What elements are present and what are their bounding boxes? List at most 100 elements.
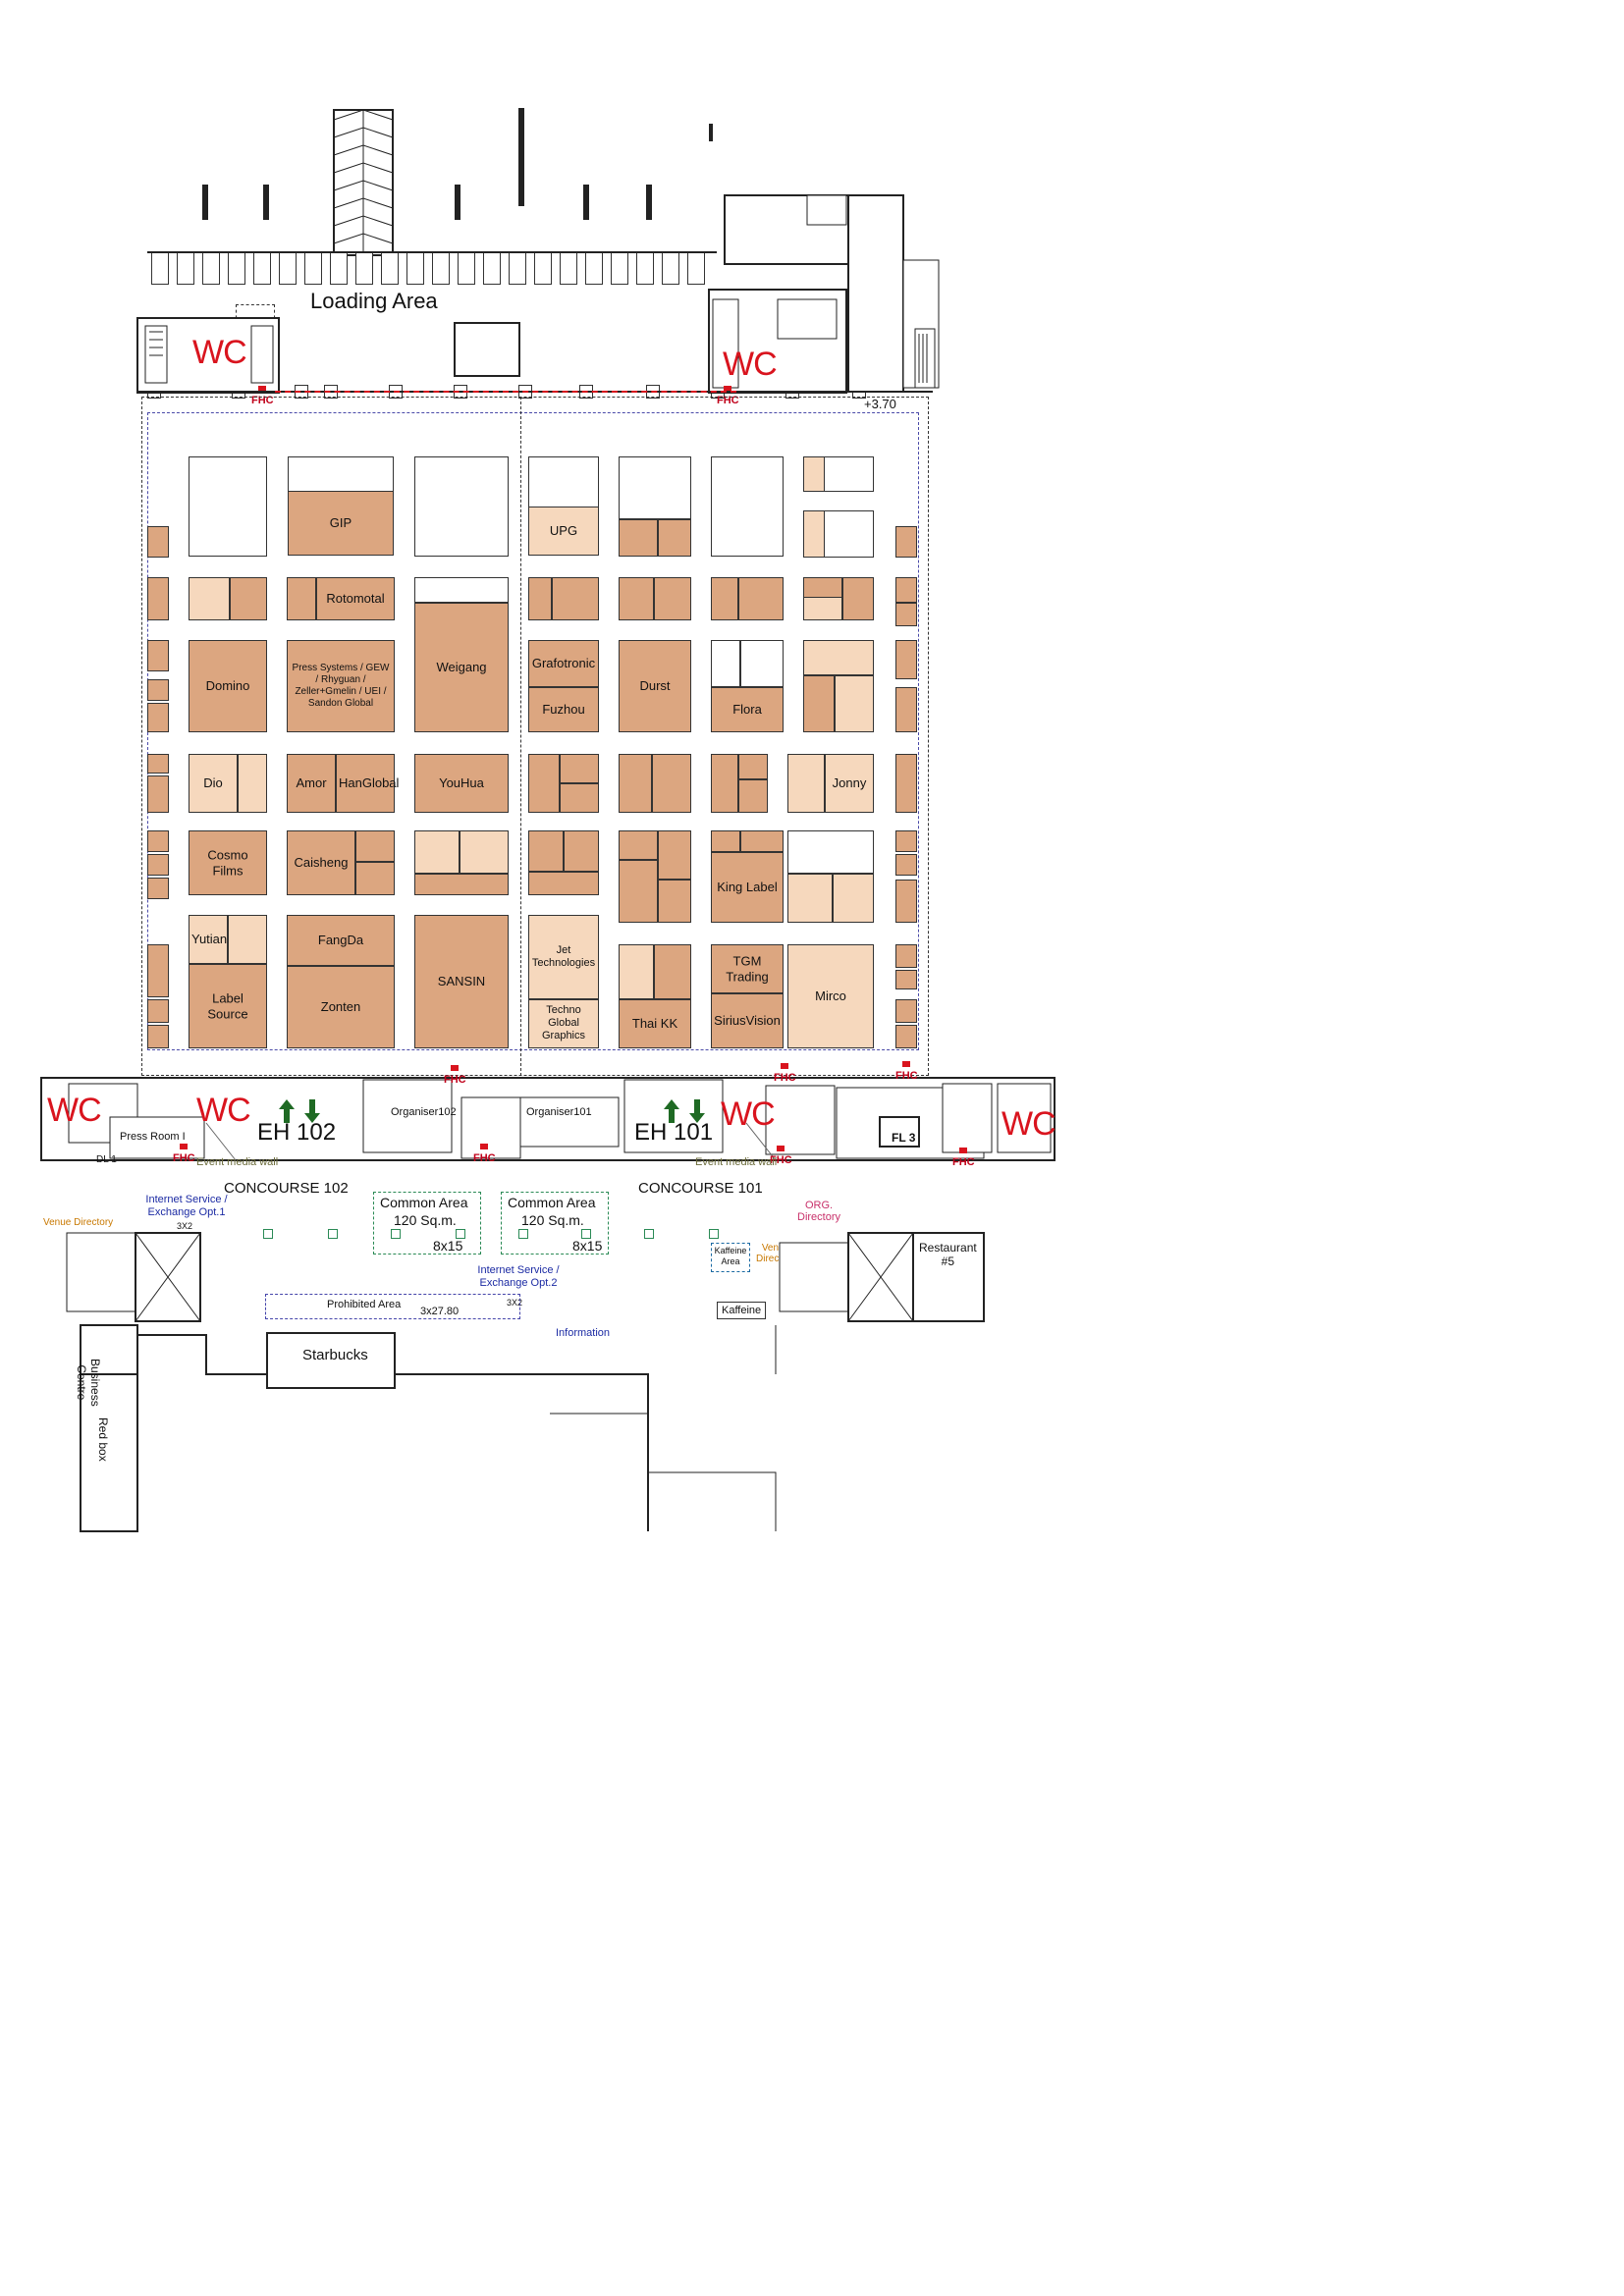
- booth: [528, 754, 560, 813]
- booth: [711, 640, 740, 687]
- booth: [619, 519, 658, 557]
- internet-service-2: Internet Service / Exchange Opt.2: [477, 1264, 560, 1290]
- booth-d1[interactable]: Techno Global Graphics: [528, 999, 599, 1048]
- booth: [895, 687, 917, 732]
- booth-name: FangDa: [317, 933, 364, 948]
- booth-c23[interactable]: Jonny: [825, 754, 874, 813]
- booth-name: Domino: [205, 678, 250, 694]
- booth: [842, 577, 874, 620]
- booth: [528, 456, 599, 507]
- booth-f10[interactable]: King Label: [711, 852, 784, 923]
- booth-name: Caisheng: [294, 855, 349, 871]
- booth: [711, 577, 738, 620]
- booth-c2b[interactable]: Mirco: [787, 944, 874, 1048]
- starbucks-label: Starbucks: [302, 1347, 368, 1363]
- concourse102-label: CONCOURSE 102: [224, 1180, 349, 1197]
- arrow-down-icon: [689, 1099, 705, 1123]
- booth: [711, 456, 784, 557]
- booth: [738, 577, 784, 620]
- booth-name: Fuzhou: [542, 702, 585, 718]
- booth-d32[interactable]: Fuzhou: [528, 687, 599, 732]
- arrow-down-icon: [304, 1099, 320, 1123]
- booth: [895, 999, 917, 1023]
- booth-b20[interactable]: Caisheng: [287, 830, 355, 895]
- booth: [787, 874, 833, 923]
- booth-d36[interactable]: Grafotronic: [528, 640, 599, 687]
- dock-bay: [509, 251, 526, 285]
- dl1-label: DL 1: [96, 1154, 117, 1165]
- booth-name: Amor: [296, 775, 327, 791]
- booth-c2[interactable]: SANSIN: [414, 915, 509, 1048]
- booth: [738, 779, 768, 813]
- booth-name: Techno Global Graphics: [541, 1004, 586, 1042]
- booth: [895, 526, 917, 558]
- booth-e1[interactable]: Thai KK: [619, 999, 691, 1048]
- booth-a34[interactable]: Domino: [189, 640, 267, 732]
- fhc-label: FHC: [173, 1144, 195, 1164]
- kaffeine-label: Kaffeine: [717, 1302, 767, 1319]
- booth-b13[interactable]: Rotomotal: [316, 577, 395, 620]
- booth-name: Grafotronic: [531, 656, 596, 671]
- booth-d2[interactable]: Jet Technologies: [528, 915, 599, 999]
- fhc-label: FHC: [770, 1146, 792, 1166]
- dock-bay: [687, 251, 705, 285]
- booth-name: GIP: [329, 515, 352, 531]
- service-building: [708, 194, 940, 394]
- booth: [740, 640, 784, 687]
- booth-c36[interactable]: Weigang: [414, 603, 509, 732]
- wc-label: WC: [1001, 1105, 1056, 1143]
- venue-directory-label: Venue Directory: [43, 1217, 114, 1228]
- booth: [654, 577, 691, 620]
- loading-area-label: Loading Area: [310, 289, 438, 313]
- fhc-label: FHC: [952, 1148, 975, 1168]
- booth: [787, 754, 825, 813]
- booth-name: Jet Technologies: [531, 943, 596, 969]
- booth: [560, 783, 599, 813]
- booth-a26[interactable]: Dio: [189, 754, 238, 813]
- booth-name: Flora: [732, 702, 762, 718]
- booth-b12[interactable]: FangDa: [287, 915, 395, 966]
- booth-a6[interactable]: Label Source: [189, 964, 267, 1048]
- booth-name: Weigang: [436, 660, 487, 675]
- booth-b25[interactable]: Amor: [287, 754, 336, 813]
- booth-name: SiriusVision: [714, 1013, 781, 1029]
- booth-a9[interactable]: Yutian: [189, 915, 228, 964]
- booth: [147, 1025, 169, 1048]
- booth: [833, 874, 874, 923]
- booth-b33[interactable]: Press Systems / GEW / Rhyguan / Zeller+G…: [287, 640, 395, 732]
- booth-e32[interactable]: Durst: [619, 640, 691, 732]
- booth-name: YouHua: [439, 775, 484, 791]
- lower-structures: [80, 1324, 777, 1532]
- booth: [619, 577, 654, 620]
- red-box-label: Red box: [96, 1417, 110, 1462]
- venue-directory-b: Venue Directory: [756, 1243, 796, 1264]
- org-directory: ORG. Directory: [797, 1200, 841, 1223]
- wc-label: WC: [47, 1092, 102, 1129]
- booth: [711, 830, 740, 852]
- fhc-label: FHC: [774, 1063, 796, 1084]
- booth-c25[interactable]: YouHua: [414, 754, 509, 813]
- booth-a20[interactable]: Cosmo Films: [189, 830, 267, 895]
- size-label: 3X2: [507, 1298, 523, 1308]
- booth-name: Press Systems / GEW / Rhyguan / Zeller+G…: [292, 663, 390, 709]
- booth-c53[interactable]: GIP: [288, 491, 394, 556]
- booth: [895, 944, 917, 968]
- booth: [564, 830, 599, 872]
- restaurant-label: Restaurant #5: [919, 1241, 977, 1268]
- booth: [895, 880, 917, 923]
- prohibited-dim: 3x27.80: [420, 1306, 460, 1317]
- common-area-1: Common Area 120 Sq.m. 8x15: [373, 1192, 481, 1255]
- booth-b2[interactable]: Zonten: [287, 966, 395, 1048]
- booth: [355, 830, 395, 862]
- wc-label: WC: [721, 1095, 776, 1133]
- booth-f1[interactable]: SiriusVision: [711, 993, 784, 1048]
- booth-d43[interactable]: UPG: [528, 507, 599, 556]
- event-media-wall-label: Event media wall: [196, 1156, 279, 1168]
- booth: [230, 577, 267, 620]
- booth-f27[interactable]: Flora: [711, 687, 784, 732]
- booth: [654, 944, 691, 999]
- booth: [895, 577, 917, 603]
- booth-c37[interactable]: HanGlobal: [336, 754, 399, 813]
- booth-f2[interactable]: TGM Trading: [711, 944, 784, 993]
- escalator-right: [779, 1232, 985, 1322]
